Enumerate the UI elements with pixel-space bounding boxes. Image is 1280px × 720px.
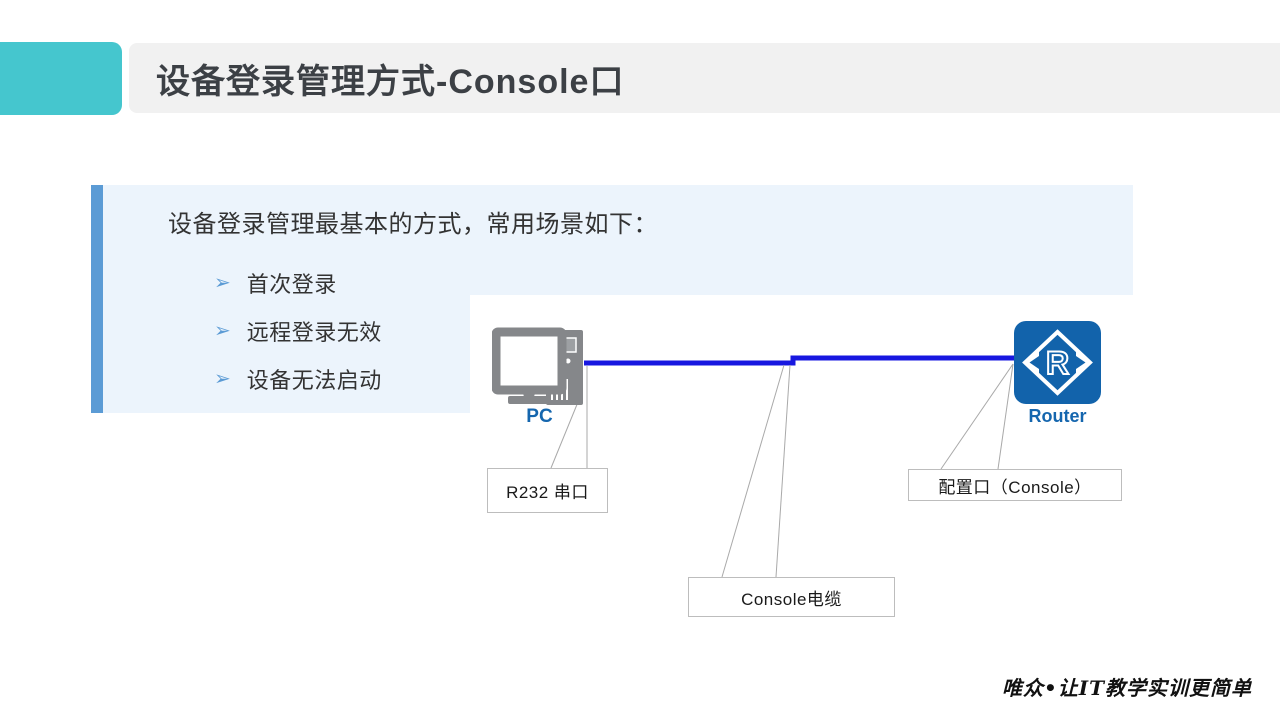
callout-cable-label: Console电缆 (741, 589, 842, 609)
arrow-bullet-icon: ➢ (214, 320, 231, 342)
bullet-label: 设备无法启动 (246, 368, 382, 393)
router-icon: R (1014, 321, 1101, 404)
bullet-label: 远程登录无效 (246, 320, 382, 345)
router-label: Router (1028, 406, 1087, 426)
teal-accent-block (0, 42, 122, 115)
arrow-bullet-icon: ➢ (214, 272, 231, 294)
pc-icon (492, 327, 583, 405)
bullet-list: ➢ 首次登录 ➢ 远程登录无效 ➢ 设备无法启动 (214, 266, 382, 410)
callout-serial-label: R232 串口 (506, 483, 589, 502)
callout-leader-line (997, 363, 1014, 470)
list-item: ➢ 设备无法启动 (214, 362, 382, 396)
content-panel-top (470, 185, 1133, 295)
router-letter: R (1046, 345, 1069, 381)
intro-text: 设备登录管理最基本的方式，常用场景如下： (168, 211, 658, 238)
panel-accent-bar (91, 185, 103, 413)
title-bar: 设备登录管理方式-Console口 (129, 43, 1280, 113)
arrow-bullet-icon: ➢ (214, 368, 231, 390)
page-title: 设备登录管理方式-Console口 (156, 62, 625, 101)
callout-serial-port: R232 串口 (487, 468, 608, 513)
callout-console-cable: Console电缆 (688, 577, 895, 617)
list-item: ➢ 远程登录无效 (214, 314, 382, 348)
callout-console-label: 配置口（Console） (938, 477, 1092, 497)
content-panel-left (103, 185, 470, 413)
bullet-label: 首次登录 (246, 272, 337, 297)
brand-slogan: 唯众•让IT教学实训更简单 (1001, 676, 1252, 700)
callout-leader-line (940, 363, 1014, 470)
callout-leader-line (721, 364, 785, 578)
pc-label: PC (526, 406, 553, 427)
callout-console-port: 配置口（Console） (908, 469, 1122, 501)
list-item: ➢ 首次登录 (214, 266, 382, 300)
callout-leader-line (775, 364, 791, 578)
console-cable-line (584, 355, 1015, 366)
